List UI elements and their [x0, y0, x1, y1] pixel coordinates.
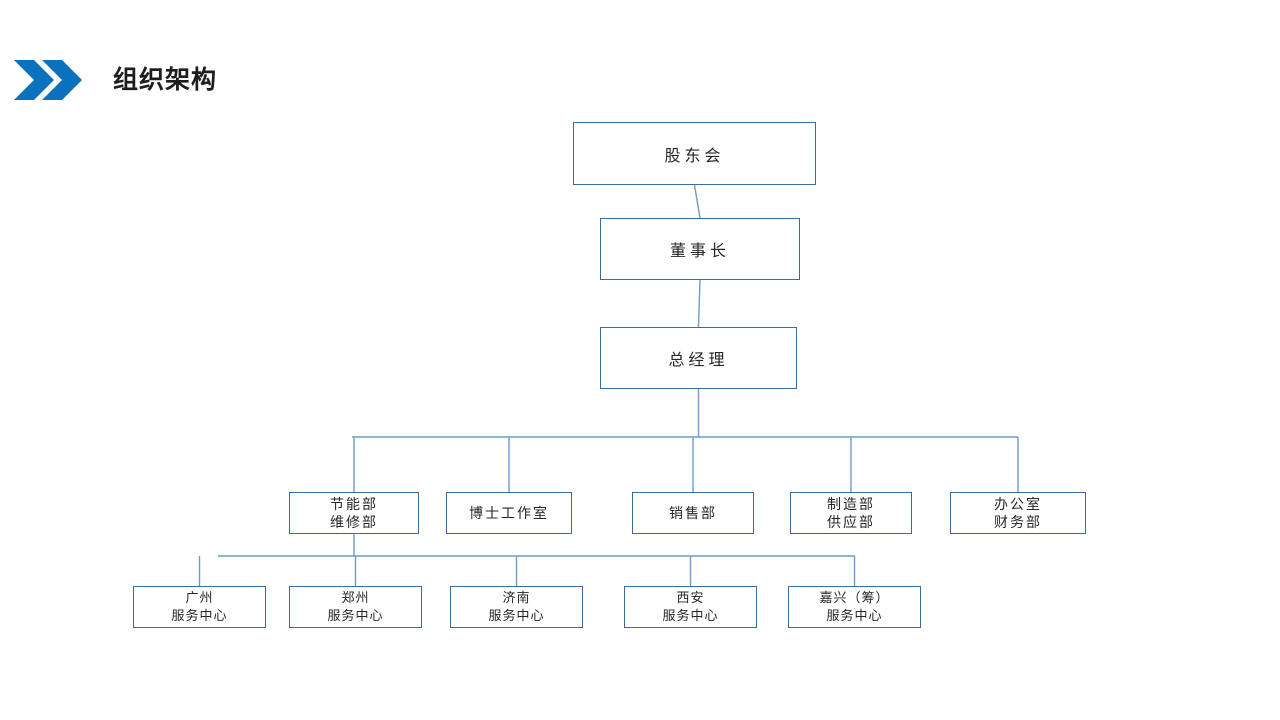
org-node-label: 服务中心	[662, 608, 719, 623]
org-node-label: 办公室	[994, 496, 1042, 512]
org-node-zhengzhou-service-center[interactable]: 郑州服务中心	[289, 586, 422, 628]
title-bar: 组织架构	[0, 50, 1280, 110]
org-node-label: 节能部	[330, 496, 378, 512]
org-node-label: 服务中心	[826, 608, 883, 623]
org-node-label: 股东会	[664, 147, 725, 165]
org-node-label: 广州	[185, 590, 214, 605]
org-node-label: 博士工作室	[469, 505, 549, 521]
org-node-label: 郑州	[341, 590, 370, 605]
org-node-label: 服务中心	[171, 608, 228, 623]
org-node-label: 服务中心	[327, 608, 384, 623]
org-node-label: 财务部	[994, 514, 1042, 530]
page-title: 组织架构	[113, 66, 218, 94]
org-node-label: 总经理	[668, 352, 729, 369]
org-node-label: 制造部	[827, 496, 875, 512]
org-node-label: 服务中心	[488, 608, 545, 623]
org-node-shareholders[interactable]: 股东会	[573, 122, 816, 185]
org-node-label: 维修部	[330, 514, 378, 530]
org-node-general-manager[interactable]: 总经理	[600, 327, 797, 389]
org-node-jiaxing-service-center[interactable]: 嘉兴（筹） 服务中心	[788, 586, 921, 628]
org-node-jinan-service-center[interactable]: 济南服务中心	[450, 586, 583, 628]
double-chevron-right-icon	[14, 58, 82, 107]
org-node-label: 董事长	[669, 243, 730, 260]
org-node-label: 济南	[502, 590, 531, 605]
org-node-sales[interactable]: 销售部	[632, 492, 754, 534]
org-node-label: 嘉兴（筹）	[819, 590, 890, 605]
org-node-chairman[interactable]: 董事长	[600, 218, 800, 280]
connector-line	[697, 279, 701, 328]
org-node-manufacturing-supply[interactable]: 制造部供应部	[790, 492, 912, 534]
connector-line	[693, 184, 701, 219]
org-node-xian-service-center[interactable]: 西安服务中心	[624, 586, 757, 628]
org-node-label: 供应部	[827, 514, 875, 530]
org-node-label: 销售部	[669, 505, 717, 521]
org-node-office-finance[interactable]: 办公室财务部	[950, 492, 1086, 534]
org-node-energy-maintenance[interactable]: 节能部维修部	[289, 492, 419, 534]
org-node-guangzhou-service-center[interactable]: 广州服务中心	[133, 586, 266, 628]
org-node-doctor-workstation[interactable]: 博士工作室	[446, 492, 572, 534]
org-node-label: 西安	[676, 590, 705, 605]
